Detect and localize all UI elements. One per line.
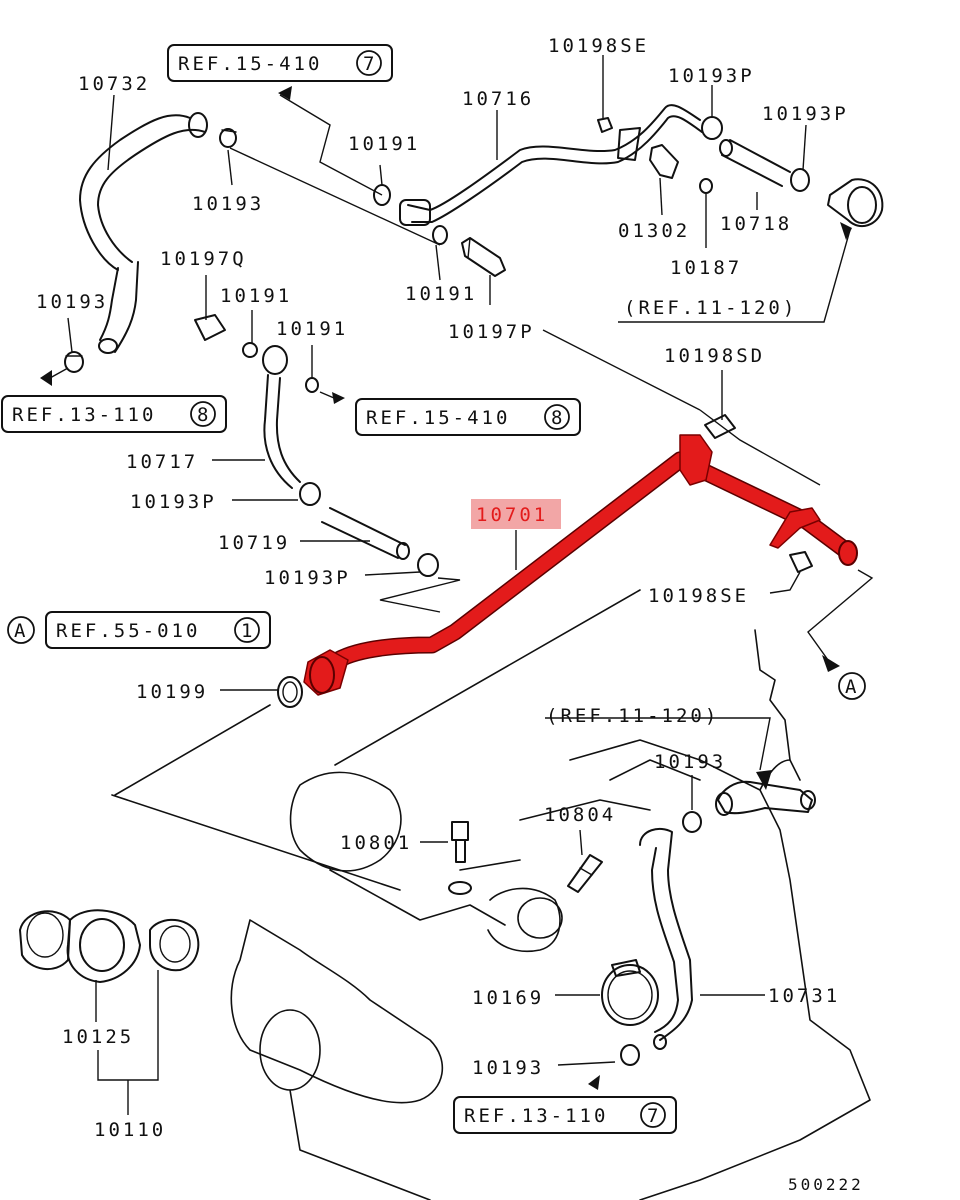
clamp-10193-d[interactable] <box>620 1044 640 1066</box>
housing-cover <box>19 910 71 970</box>
label-10717[interactable]: 10717 <box>126 451 198 473</box>
label-01302[interactable]: 01302 <box>618 220 690 242</box>
ref-13-110-8-num: 8 <box>197 404 211 426</box>
label-10193p-b[interactable]: 10193P <box>264 567 351 589</box>
label-10198se-b[interactable]: 10198SE <box>648 585 749 607</box>
thermostat-housing <box>715 780 816 816</box>
bolt-10197q[interactable] <box>194 314 226 341</box>
clamp-10193-left[interactable] <box>64 351 84 373</box>
label-10191-c[interactable]: 10191 <box>405 283 477 305</box>
label-10193p-a[interactable]: 10193P <box>130 491 217 513</box>
label-10716[interactable]: 10716 <box>462 88 534 110</box>
marker-a-right-text: A <box>845 676 857 698</box>
clamp-10193-c[interactable] <box>682 811 702 833</box>
label-10193p-c[interactable]: 10193P <box>668 65 755 87</box>
ref-13-110-7[interactable]: REF.13-110 7 <box>453 1096 677 1134</box>
ref-55-010-1-text: REF.55-010 <box>56 620 200 642</box>
bolt-10197p[interactable] <box>461 237 506 277</box>
hose-10731[interactable] <box>639 827 693 1050</box>
bolt-10198se-b[interactable] <box>789 551 813 573</box>
label-10719[interactable]: 10719 <box>218 532 290 554</box>
label-10193-d[interactable]: 10193 <box>472 1057 544 1079</box>
ref-15-410-7-num: 7 <box>363 53 377 75</box>
ref-55-010-1[interactable]: REF.55-010 1 <box>45 611 271 649</box>
label-10198se-top[interactable]: 10198SE <box>548 35 649 57</box>
clamp-10193p-b[interactable] <box>417 553 439 577</box>
ref-15-410-8[interactable]: REF.15-410 8 <box>355 398 581 436</box>
hose-10718[interactable] <box>719 139 791 187</box>
ref-15-410-8-num: 8 <box>551 407 565 429</box>
label-10191-a[interactable]: 10191 <box>220 285 292 307</box>
label-10732[interactable]: 10732 <box>78 73 150 95</box>
pipe-10716[interactable] <box>399 104 703 226</box>
label-10801[interactable]: 10801 <box>340 832 412 854</box>
label-10197q[interactable]: 10197Q <box>160 248 247 270</box>
label-10199[interactable]: 10199 <box>136 681 208 703</box>
label-10701: 10701 <box>476 504 548 526</box>
clamp-10193-a[interactable] <box>219 128 237 148</box>
label-10193-left[interactable]: 10193 <box>36 291 108 313</box>
label-10198sd[interactable]: 10198SD <box>664 345 765 367</box>
ref-11-120-lower[interactable]: (REF.11-120) <box>546 705 719 727</box>
ref-13-110-7-num: 7 <box>647 1105 661 1127</box>
marker-a-left-text: A <box>14 620 26 642</box>
bolt-10198sd[interactable] <box>704 414 736 439</box>
ref-15-410-7-text: REF.15-410 <box>178 53 322 75</box>
diagram-code: 500222 <box>788 1175 864 1194</box>
marker-a-left: A <box>7 616 35 644</box>
sensor-10804[interactable] <box>567 854 603 893</box>
bolt-10198se-top[interactable] <box>597 117 613 133</box>
gasket-10125[interactable] <box>66 909 141 983</box>
ref-15-410-7[interactable]: REF.15-410 7 <box>167 44 393 82</box>
label-10193p-d[interactable]: 10193P <box>762 103 849 125</box>
label-10197p[interactable]: 10197P <box>448 321 535 343</box>
outlet-fitting-top-right <box>827 178 884 228</box>
engine-block <box>111 589 871 1200</box>
water-pipe-10701[interactable] <box>303 434 858 696</box>
ref-13-110-8-text: REF.13-110 <box>12 404 156 426</box>
ring-10191-a[interactable] <box>242 342 258 358</box>
ref-13-110-8[interactable]: REF.13-110 8 <box>1 395 227 433</box>
bracket-01302[interactable] <box>649 144 679 179</box>
ring-10191-c[interactable] <box>432 225 448 245</box>
label-10191-d[interactable]: 10191 <box>276 318 348 340</box>
label-10731[interactable]: 10731 <box>768 985 840 1007</box>
label-10187[interactable]: 10187 <box>670 257 742 279</box>
sensor-10801[interactable] <box>448 821 472 895</box>
ring-10187[interactable] <box>699 178 713 194</box>
thermostat-10110[interactable] <box>149 918 200 972</box>
label-10193-top[interactable]: 10193 <box>192 193 264 215</box>
clamp-10193p-c[interactable] <box>701 116 723 140</box>
clamp-10193p-a[interactable] <box>299 482 321 506</box>
label-10718[interactable]: 10718 <box>720 213 792 235</box>
ref-13-110-7-text: REF.13-110 <box>464 1105 608 1127</box>
hose-10719[interactable] <box>321 507 410 560</box>
ref-55-010-1-num: 1 <box>241 620 255 642</box>
label-10191-b[interactable]: 10191 <box>348 133 420 155</box>
label-10125[interactable]: 10125 <box>62 1026 134 1048</box>
label-10804[interactable]: 10804 <box>544 804 616 826</box>
clamp-10193p-d[interactable] <box>790 168 810 192</box>
ring-10199[interactable] <box>277 676 303 708</box>
ref-11-120-top[interactable]: (REF.11-120) <box>624 297 797 319</box>
label-10193-c[interactable]: 10193 <box>654 751 726 773</box>
label-10110[interactable]: 10110 <box>94 1119 166 1141</box>
pipe-10717[interactable] <box>262 345 301 489</box>
clamp-10169[interactable] <box>601 959 659 1026</box>
marker-a-right: A <box>838 672 866 700</box>
label-10169[interactable]: 10169 <box>472 987 544 1009</box>
hose-10732[interactable] <box>79 112 208 354</box>
ref-15-410-8-text: REF.15-410 <box>366 407 510 429</box>
ring-10191-d[interactable] <box>305 377 319 393</box>
label-10701-highlight[interactable]: 10701 <box>471 499 561 529</box>
